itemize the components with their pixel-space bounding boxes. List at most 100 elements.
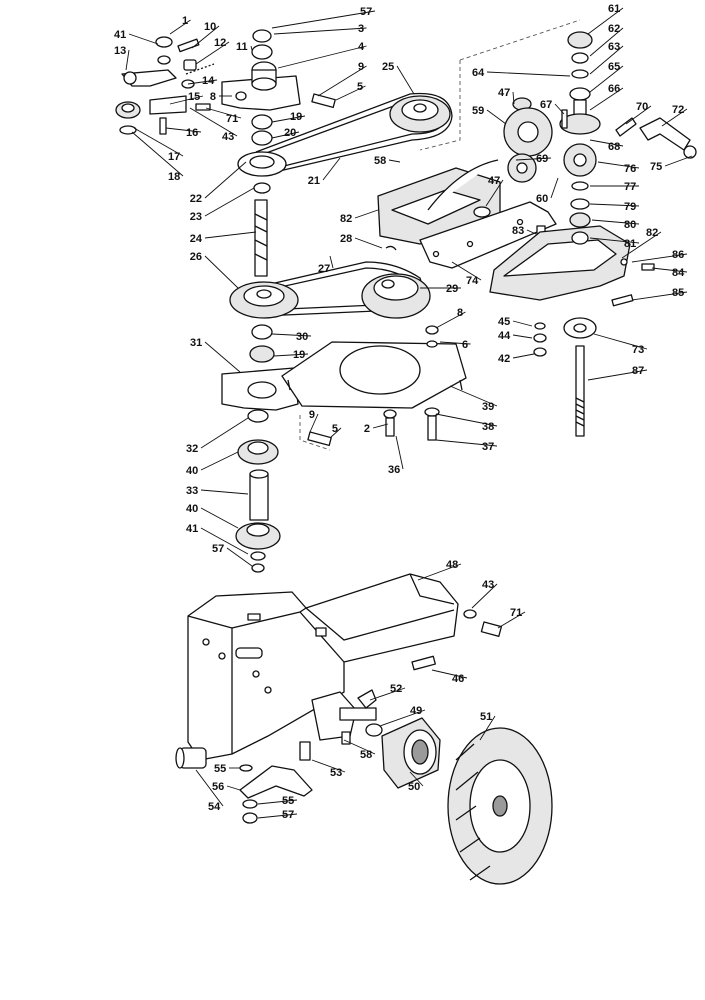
leader-line-56 xyxy=(226,785,241,791)
leader-line-63 xyxy=(589,45,624,75)
callout-43: 43 xyxy=(482,579,494,591)
callout-33: 33 xyxy=(186,485,198,497)
callout-19: 19 xyxy=(290,111,302,123)
callout-47: 47 xyxy=(488,175,500,187)
callout-40: 40 xyxy=(186,465,198,477)
leader-line-4 xyxy=(277,45,367,69)
leader-line-9 xyxy=(317,65,367,97)
callout-29: 29 xyxy=(446,283,458,295)
leader-line-60 xyxy=(550,177,559,199)
leader-line-41 xyxy=(128,33,159,45)
callout-8: 8 xyxy=(210,91,216,103)
callout-5: 5 xyxy=(357,81,363,93)
leader-line-26 xyxy=(204,255,239,289)
foot-bracket-parts xyxy=(175,747,313,824)
leader-line-32 xyxy=(200,417,249,449)
callout-6: 6 xyxy=(462,339,468,351)
callout-30: 30 xyxy=(296,331,308,343)
callout-61: 61 xyxy=(608,3,620,15)
callout-71: 71 xyxy=(226,113,238,125)
leader-line-50 xyxy=(409,771,424,787)
leader-line-59 xyxy=(486,109,507,125)
callout-51: 51 xyxy=(480,711,492,723)
callout-17: 17 xyxy=(168,151,180,163)
callout-31: 31 xyxy=(190,337,202,349)
leader-line-69 xyxy=(515,157,552,161)
leader-line-43 xyxy=(471,583,498,609)
leader-line-84 xyxy=(651,267,688,273)
leader-line-71 xyxy=(205,107,242,119)
callout-19: 19 xyxy=(293,349,305,361)
callout-83: 83 xyxy=(512,225,524,237)
callout-75: 75 xyxy=(650,161,662,173)
callout-81: 81 xyxy=(624,238,636,250)
leader-line-14 xyxy=(187,79,218,85)
callout-55: 55 xyxy=(282,795,294,807)
leader-line-57 xyxy=(257,813,298,819)
leader-line-25 xyxy=(396,65,415,95)
callout-1: 1 xyxy=(182,15,188,27)
callout-60: 60 xyxy=(536,193,548,205)
leader-line-66 xyxy=(589,87,624,111)
leader-line-19 xyxy=(271,115,306,123)
leader-line-57 xyxy=(226,547,253,567)
drive-shaft-24 xyxy=(253,182,271,277)
callout-15: 15 xyxy=(188,91,200,103)
leader-line-49 xyxy=(379,709,426,727)
leader-line-18 xyxy=(131,131,184,177)
gear-train-column xyxy=(503,31,697,245)
callout-71: 71 xyxy=(510,607,522,619)
upper-drive-belt xyxy=(237,92,453,177)
callout-59: 59 xyxy=(472,105,484,117)
callout-5: 5 xyxy=(332,423,338,435)
leader-line-79 xyxy=(589,203,640,207)
callout-54: 54 xyxy=(208,801,221,813)
callout-37: 37 xyxy=(482,441,494,453)
leader-line-52 xyxy=(369,687,406,701)
callout-56: 56 xyxy=(212,781,224,793)
callout-41: 41 xyxy=(114,29,126,41)
leader-line-40 xyxy=(200,507,239,529)
callout-13: 13 xyxy=(114,45,126,57)
callout-23: 23 xyxy=(190,211,202,223)
callout-82: 82 xyxy=(340,213,352,225)
gear-housing xyxy=(377,159,655,307)
callout-10: 10 xyxy=(204,21,216,33)
callout-57: 57 xyxy=(282,809,294,821)
output-shaft-87 xyxy=(533,317,597,437)
callout-25: 25 xyxy=(382,61,394,73)
lower-bearing-bracket xyxy=(221,324,332,447)
leader-line-45 xyxy=(512,320,533,327)
callout-8: 8 xyxy=(457,307,463,319)
leader-line-2 xyxy=(372,423,389,429)
callout-40: 40 xyxy=(186,503,198,515)
callout-52: 52 xyxy=(390,683,402,695)
callout-50: 50 xyxy=(408,781,420,793)
leader-line-65 xyxy=(589,65,624,93)
callout-63: 63 xyxy=(608,41,620,53)
callout-43: 43 xyxy=(222,131,234,143)
leader-line-40 xyxy=(200,451,239,471)
leader-line-73 xyxy=(593,333,648,350)
callout-labels: 1234556889910111213141516171819192021222… xyxy=(114,3,685,821)
callout-36: 36 xyxy=(388,464,400,476)
leader-line-82 xyxy=(354,209,379,219)
leader-line-41 xyxy=(200,527,249,555)
callout-18: 18 xyxy=(168,171,180,183)
callout-41: 41 xyxy=(186,523,198,535)
leader-line-70 xyxy=(625,105,652,125)
callout-28: 28 xyxy=(340,233,352,245)
callout-46: 46 xyxy=(452,673,464,685)
leader-line-48 xyxy=(417,563,462,581)
leader-line-38 xyxy=(435,413,498,427)
leader-line-5 xyxy=(335,85,366,101)
callout-58: 58 xyxy=(374,155,386,167)
leader-line-81 xyxy=(589,237,640,244)
leader-line-80 xyxy=(591,219,640,225)
callout-67: 67 xyxy=(540,99,552,111)
leader-line-31 xyxy=(204,341,241,373)
leader-line-44 xyxy=(512,334,533,339)
leader-line-10 xyxy=(191,25,220,49)
leader-line-46 xyxy=(431,669,468,679)
callout-77: 77 xyxy=(624,181,636,193)
